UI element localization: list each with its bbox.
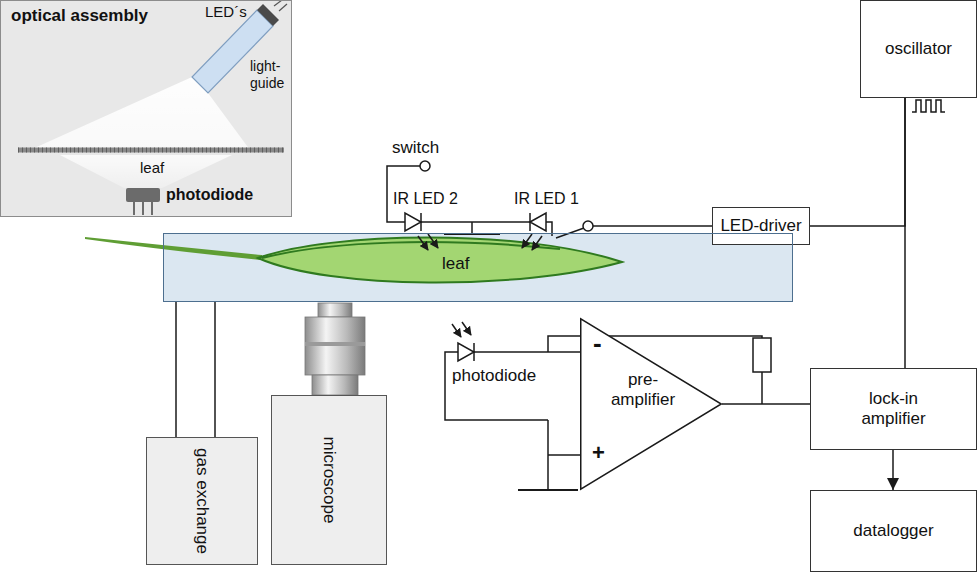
part-label: photodiode [166, 186, 253, 205]
led-pin [279, 4, 287, 11]
switch-label: switch [392, 138, 439, 158]
node-text: leaf [442, 254, 469, 274]
objective-front [318, 303, 352, 317]
leaf-edge [262, 242, 560, 258]
component-label: photodiode [452, 366, 536, 386]
label-anchor: light- guide [250, 58, 296, 91]
part-label: LED´s [205, 3, 247, 21]
component-label: IR LED 2 [393, 190, 458, 209]
wire [593, 225, 712, 227]
label-anchor: photodiode [166, 186, 253, 205]
component-label: IR LED 1 [514, 190, 579, 209]
emission-arrow [428, 234, 438, 248]
gas-exchange-box: gas exchange [146, 437, 258, 565]
label-anchor: + [592, 440, 605, 466]
ground-symbol [518, 489, 578, 491]
node-text: lock-in amplifier [848, 389, 940, 429]
signal-wire [175, 302, 177, 437]
emission-arrow [532, 236, 542, 250]
switch-contact [420, 161, 430, 171]
objective-barrel [305, 317, 365, 375]
part-label: leaf [140, 159, 164, 177]
led-circuit [387, 100, 945, 250]
microscope-body: microscope [271, 395, 387, 565]
wire [445, 352, 548, 420]
node-text: optical assembly [11, 6, 148, 26]
emission-arrow [418, 236, 428, 250]
signal-wire [892, 450, 894, 490]
inset-ground [0, 0, 292, 217]
lockin-box: lock-in amplifier [810, 368, 977, 450]
label-anchor: leaf [140, 159, 164, 177]
photodiode-body [126, 188, 160, 202]
light-beam [30, 77, 250, 150]
resistor-symbol [753, 338, 771, 372]
label-anchor: LED´s [205, 3, 247, 21]
feedback-wire [761, 372, 763, 404]
label-anchor: photodiode [452, 366, 536, 386]
objective-ring [305, 342, 365, 346]
cuvette-box: leaf [163, 233, 793, 302]
square-wave-symbol [912, 100, 945, 112]
node-text: gas exchange [192, 448, 212, 554]
input-sign: - [593, 328, 602, 359]
triangle-outline [581, 319, 722, 490]
leaf-section [18, 148, 284, 153]
signal-wire [810, 98, 905, 226]
part-label: light- guide [250, 58, 296, 91]
cuvette-ground [163, 233, 793, 302]
input-sign: + [592, 440, 605, 466]
node-text: microscope [319, 437, 339, 524]
oscillator-box: oscillator [860, 0, 977, 98]
datalogger-box: datalogger [810, 490, 977, 572]
driver-box: LED-driver [712, 207, 810, 245]
leaf-blade [258, 238, 622, 283]
led-head [257, 4, 279, 26]
leaf-tip [85, 237, 262, 260]
inset-panel: optical assembly [0, 0, 292, 217]
leaf-texture [18, 148, 284, 153]
signal-wire [904, 98, 906, 368]
photodiode-pin [142, 202, 144, 215]
switch-pivot [583, 221, 593, 231]
objective-thread [312, 375, 358, 395]
node-text: LED-driver [720, 216, 801, 236]
leaf-picture [85, 237, 622, 283]
incident-arrow [462, 322, 471, 335]
transmitted-beam [60, 155, 232, 188]
node-text: oscillator [885, 39, 952, 59]
incident-arrow [452, 324, 461, 337]
label-anchor: IR LED 2 [393, 190, 458, 209]
wire [421, 221, 530, 223]
wire [474, 351, 580, 353]
signal-wire [722, 403, 810, 405]
photodiode-pin [151, 202, 153, 215]
ir-led-symbol [405, 213, 421, 231]
label-anchor: - [593, 328, 602, 359]
objective [305, 303, 365, 395]
label-anchor: switch [392, 138, 439, 158]
emission-arrow [522, 234, 532, 248]
node-text: datalogger [853, 521, 933, 541]
node-text: pre- amplifier [600, 370, 686, 410]
photodiode-symbol [458, 343, 474, 361]
signal-wire [214, 302, 216, 437]
label-anchor: IR LED 1 [514, 190, 579, 209]
wire [548, 454, 580, 456]
photodiode-pin [133, 202, 135, 215]
ir-led-symbol [530, 213, 546, 231]
inset-illustration [0, 0, 292, 217]
